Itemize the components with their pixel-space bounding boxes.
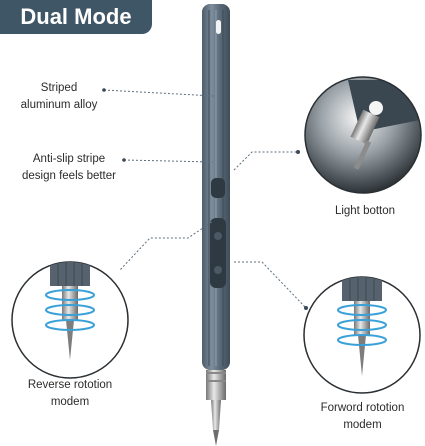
striped-alloy-label: Striped aluminum alloy	[14, 80, 104, 114]
antislip-label: Anti-slip stripe design feels better	[4, 151, 134, 185]
antislip-line2: design feels better	[22, 170, 116, 182]
reverse-rotation-illustration	[11, 261, 129, 379]
rotation-spiral-icon	[45, 289, 95, 331]
forward-line2: modem	[343, 419, 382, 431]
light-button-label: Light botton	[334, 205, 396, 217]
reverse-rotation-label: Reverse rototion modem	[10, 377, 130, 411]
forward-rotation-label: Forword rototion modem	[305, 400, 420, 434]
light-glow-icon	[304, 76, 422, 194]
striped-line1: Striped	[40, 82, 78, 94]
antislip-line1: Anti-slip stripe	[32, 153, 106, 165]
reverse-line1: Reverse rototion	[27, 379, 113, 391]
leader-lines	[103, 89, 307, 309]
striped-line2: aluminum alloy	[20, 99, 98, 111]
dual-mode-badge: Dual Mode	[0, 0, 152, 34]
screwdriver-pen	[202, 4, 230, 446]
forward-line1: Forword rototion	[320, 402, 405, 414]
reverse-line2: modem	[50, 396, 90, 408]
rotation-spiral-icon	[337, 304, 387, 346]
forward-rotation-illustration	[303, 276, 421, 394]
